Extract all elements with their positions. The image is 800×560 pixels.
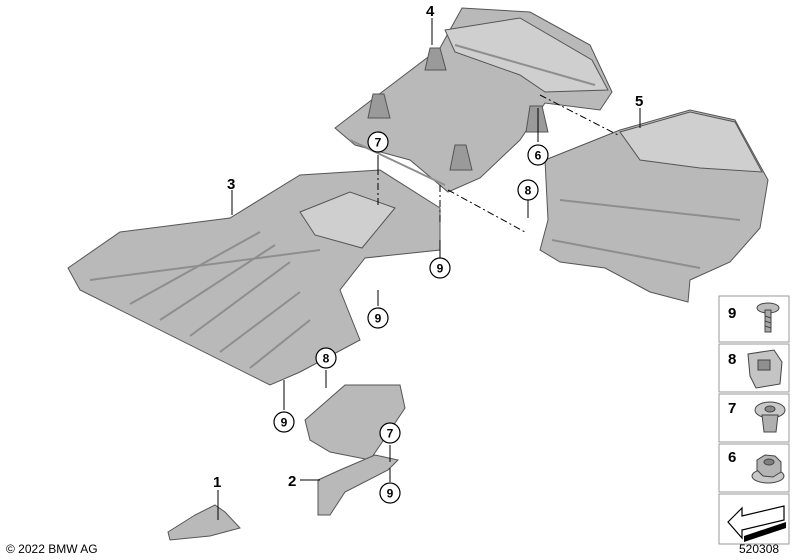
callout-part-2: 2 (288, 473, 296, 490)
side-panel-5 (539, 109, 769, 303)
legend-number-6: 6 (728, 449, 736, 466)
callout-part-4: 4 (426, 3, 435, 20)
legend-number-8: 8 (728, 351, 736, 368)
callout-fastener-8-lower: 8 (315, 347, 337, 369)
callout-fastener-9-lower-label: 9 (387, 487, 394, 501)
legend-number-7: 7 (728, 400, 736, 417)
callout-fastener-7-upper: 7 (367, 131, 389, 153)
diagram-number: 520308 (739, 542, 779, 556)
direction-arrow-icon (727, 505, 786, 542)
legend-item-7: 7 (718, 393, 790, 443)
legend-item-8: 8 (718, 343, 790, 393)
bracket-1 (167, 504, 241, 541)
fastener-legend: 9 8 7 (718, 295, 790, 545)
assembly-lines (377, 94, 619, 233)
copyright-text: © 2022 BMW AG (6, 542, 98, 556)
callout-part-3: 3 (227, 176, 235, 193)
callout-fastener-9-lower: 9 (379, 482, 401, 504)
bracket-2 (304, 384, 406, 516)
callout-fastener-9-left-label: 9 (281, 416, 288, 430)
callout-fastener-7-lower-label: 7 (387, 427, 394, 441)
callout-fastener-8-upper-label: 8 (525, 184, 532, 198)
legend-item-6: 6 (718, 443, 790, 493)
callout-part-5: 5 (635, 93, 643, 110)
callout-fastener-7-lower: 7 (379, 422, 401, 444)
legend-item-9: 9 (718, 295, 790, 343)
screw-icon (756, 302, 780, 333)
callout-fastener-7-upper-label: 7 (375, 136, 382, 150)
underbody-panel-4 (334, 7, 613, 193)
clip-nut-icon (747, 349, 783, 389)
callout-fastener-9-center: 9 (429, 257, 451, 279)
underbody-panel-3 (67, 169, 441, 386)
legend-item-arrow (718, 493, 790, 545)
hex-nut-icon (751, 454, 785, 484)
legend-number-9: 9 (728, 305, 736, 322)
callout-fastener-8-upper: 8 (517, 179, 539, 201)
callout-fastener-9-center-label: 9 (437, 262, 444, 276)
callout-fastener-9-left: 9 (273, 411, 295, 433)
callout-fastener-9-mid: 9 (367, 307, 389, 329)
callout-part-1: 1 (213, 474, 221, 491)
leader-lines (217, 18, 641, 520)
callout-fastener-9-mid-label: 9 (375, 312, 382, 326)
callout-fastener-6-label: 6 (535, 149, 542, 163)
callout-fastener-6: 6 (527, 144, 549, 166)
callout-fastener-8-lower-label: 8 (323, 352, 330, 366)
expanding-rivet-icon (754, 401, 786, 433)
